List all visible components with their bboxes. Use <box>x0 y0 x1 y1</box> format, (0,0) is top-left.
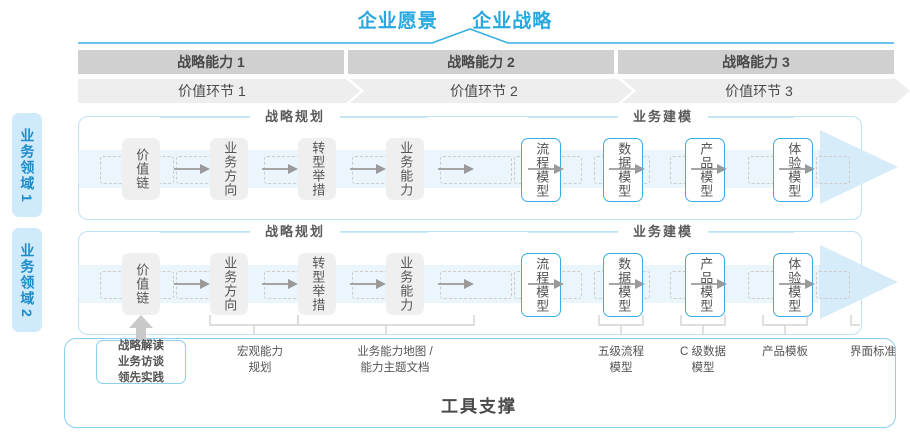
tool-label-macro-capability-l2: 规划 <box>248 361 272 374</box>
tool-label-capability-map-l1: 业务能力地图 / <box>357 346 433 358</box>
row-1-node-business-capability-label: 业务能力 <box>398 141 414 197</box>
row-1-node-business-capability[interactable]: 业务能力 <box>386 138 424 200</box>
row-2-node-transformation[interactable]: 转型举措 <box>298 253 336 315</box>
enterprise-strategy-title: 企业战略 <box>472 11 553 32</box>
sidebar-domain-2[interactable]: 业务领域 2 <box>12 228 42 332</box>
header-titles: 企业愿景 企业战略 <box>0 6 910 33</box>
tool-label-macro-capability: 宏观能力 规划 <box>210 345 310 376</box>
tool-up-arrow-icon <box>129 315 153 340</box>
row-1-section-rules <box>160 116 794 118</box>
row-2-node-product-model-label: 产品模型 <box>698 257 714 313</box>
row-2-node-experience-model-label: 体验模型 <box>786 257 802 313</box>
tool-label-capability-map-l2: 能力主题文档 <box>360 361 430 374</box>
row-1-node-business-direction-label: 业务方向 <box>222 141 238 197</box>
value-bar-1-label: 价值环节 1 <box>178 83 246 99</box>
tool-support-frame <box>64 338 896 428</box>
row-1-node-value-chain[interactable]: 价值链 <box>122 138 160 200</box>
row-1-node-transformation[interactable]: 转型举措 <box>298 138 336 200</box>
row-2-planning-caption: 战略规划 <box>250 224 340 240</box>
value-bar-1 <box>78 79 360 103</box>
row-1-node-data-model-label: 数据模型 <box>616 142 632 198</box>
tool-label-c-level-data: C 级数据 模型 <box>658 345 748 376</box>
tool-label-five-level-process-l1: 五级流程 <box>598 346 644 358</box>
row-1-step-arrows-icon <box>174 164 815 174</box>
tool-label-product-template: 产品模板 <box>740 345 830 361</box>
capability-bar-2: 战略能力 2 <box>348 50 614 74</box>
row-2-node-business-direction-label: 业务方向 <box>222 256 238 312</box>
sidebar-domain-1-label: 业务领域 <box>19 128 36 193</box>
tool-label-macro-capability-l1: 宏观能力 <box>237 346 283 358</box>
row-2-dash-9 <box>816 271 850 299</box>
enterprise-vision-title: 企业愿景 <box>357 11 438 32</box>
row-2-node-value-chain[interactable]: 价值链 <box>122 253 160 315</box>
tool-support-title: 工具支撑 <box>441 397 517 416</box>
tool-label-five-level-process-l2: 模型 <box>609 361 633 374</box>
tool-label-ui-standard: 界面标准 <box>828 345 910 361</box>
sidebar-domain-2-index: 2 <box>19 309 35 317</box>
row-1-node-experience-model-label: 体验模型 <box>786 142 802 198</box>
row-2-section-rules <box>160 231 794 233</box>
row-2-dash-4 <box>440 271 512 299</box>
row-2-modeling-caption: 业务建模 <box>618 224 708 240</box>
capability-bar-1: 战略能力 1 <box>78 50 344 74</box>
tool-box-line-1: 战略解读 <box>118 339 164 352</box>
row-2-node-transformation-label: 转型举措 <box>310 256 326 312</box>
tool-brackets-icon <box>209 315 860 335</box>
capability-bar-3-label: 战略能力 3 <box>722 54 790 70</box>
tool-label-capability-map: 业务能力地图 / 能力主题文档 <box>330 345 460 376</box>
row-2-step-arrows-icon <box>174 279 815 289</box>
sidebar-domain-2-label: 业务领域 <box>19 243 36 308</box>
value-stage-bar-group: 价值环节 1 价值环节 2 价值环节 3 <box>78 79 910 103</box>
row-2-node-business-capability-label: 业务能力 <box>398 256 414 312</box>
tool-label-c-level-data-l2: 模型 <box>691 361 715 374</box>
tool-box-line-3: 领先实践 <box>118 372 164 385</box>
row-1-node-value-chain-label: 价值链 <box>134 148 150 190</box>
tool-label-product-template-l1: 产品模板 <box>762 346 808 358</box>
row-2-node-data-model-label: 数据模型 <box>616 257 632 313</box>
row-1-node-transformation-label: 转型举措 <box>310 141 326 197</box>
row-2-node-process-model-label: 流程模型 <box>534 257 550 313</box>
tool-box-strategy-interpretation[interactable]: 战略解读 业务访谈 领先实践 <box>96 340 186 384</box>
capability-bar-3: 战略能力 3 <box>618 50 894 74</box>
tool-label-ui-standard-l1: 界面标准 <box>850 346 896 358</box>
row-1-planning-caption: 战略规划 <box>250 109 340 125</box>
capability-bar-2-label: 战略能力 2 <box>447 54 515 70</box>
row-2-node-business-direction[interactable]: 业务方向 <box>210 253 248 315</box>
row-2-node-business-capability[interactable]: 业务能力 <box>386 253 424 315</box>
value-bar-2 <box>350 79 632 103</box>
row-1-node-product-model-label: 产品模型 <box>698 142 714 198</box>
tool-label-five-level-process: 五级流程 模型 <box>576 345 666 376</box>
value-bar-2-label: 价值环节 2 <box>450 83 518 99</box>
capability-bar-1-label: 战略能力 1 <box>177 54 245 70</box>
sidebar-domain-1[interactable]: 业务领域 1 <box>12 113 42 217</box>
row-2-node-value-chain-label: 价值链 <box>134 263 150 305</box>
top-chevron-line <box>78 28 894 44</box>
row-1-dash-9 <box>816 156 850 184</box>
value-bar-3 <box>622 79 910 103</box>
row-1-modeling-caption: 业务建模 <box>618 109 708 125</box>
tool-box-line-2: 业务访谈 <box>118 355 164 368</box>
row-1-node-business-direction[interactable]: 业务方向 <box>210 138 248 200</box>
row-1-node-process-model-label: 流程模型 <box>534 142 550 198</box>
sidebar-domain-1-index: 1 <box>19 194 35 202</box>
value-bar-3-label: 价值环节 3 <box>725 83 793 99</box>
tool-label-c-level-data-l1: C 级数据 <box>680 346 726 358</box>
row-1-dash-4 <box>440 156 512 184</box>
